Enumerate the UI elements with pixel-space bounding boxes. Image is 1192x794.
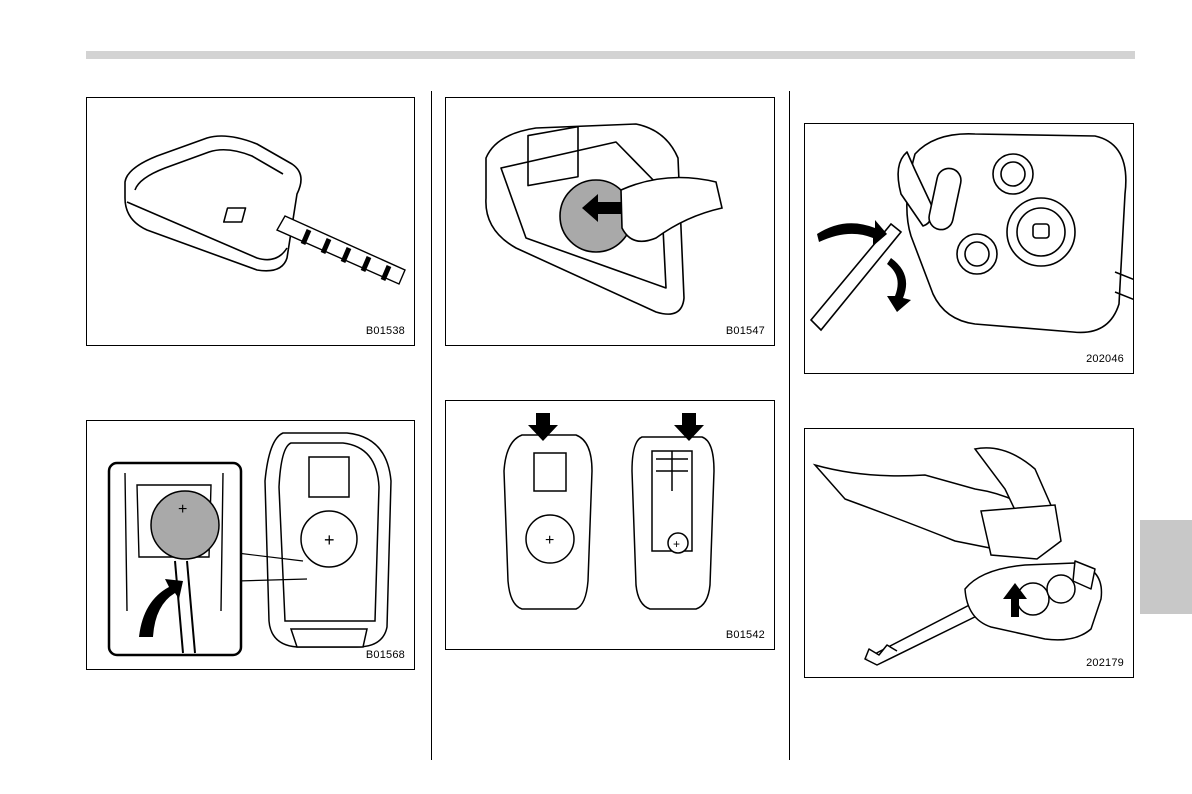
figure-remote-battery-detail: + + B01568 — [86, 420, 415, 670]
keyhead-cover — [981, 505, 1061, 559]
column-divider-2 — [789, 91, 790, 760]
figure-code: B01547 — [726, 325, 765, 337]
svg-text:+: + — [324, 530, 335, 550]
figure-keyhead-battery-remove: 202179 — [804, 428, 1134, 678]
figure-code: 202046 — [1086, 353, 1124, 365]
figure-remote-battery-insert: B01547 — [445, 97, 775, 346]
keyhead-battery-illustration — [805, 429, 1134, 678]
battery-detail-illustration: + + — [87, 421, 415, 670]
chapter-tab — [1140, 520, 1192, 614]
remote-case-illustration — [87, 98, 415, 346]
pry-arrow-left-icon — [817, 220, 887, 246]
svg-text:+: + — [178, 501, 187, 518]
column-divider-1 — [431, 91, 432, 760]
battery-insert-illustration — [446, 98, 775, 346]
figure-code: 202179 — [1086, 657, 1124, 669]
figure-code: B01568 — [366, 649, 405, 661]
screwdriver — [811, 224, 901, 330]
figure-code: B01538 — [366, 325, 405, 337]
keyhead-illustration — [805, 124, 1134, 374]
header-rule — [86, 51, 1135, 59]
svg-text:+: + — [545, 532, 554, 549]
magnified-inset: + — [109, 463, 241, 655]
pry-arrow-down-icon — [887, 258, 911, 312]
figure-code: B01542 — [726, 629, 765, 641]
figure-remote-open-with-key: B01538 — [86, 97, 415, 346]
reassemble-illustration: + + — [446, 401, 775, 650]
svg-text:+: + — [673, 537, 680, 551]
figure-keyhead-pry-open: 202046 — [804, 123, 1134, 374]
figure-remote-reassemble: + + B01542 — [445, 400, 775, 650]
